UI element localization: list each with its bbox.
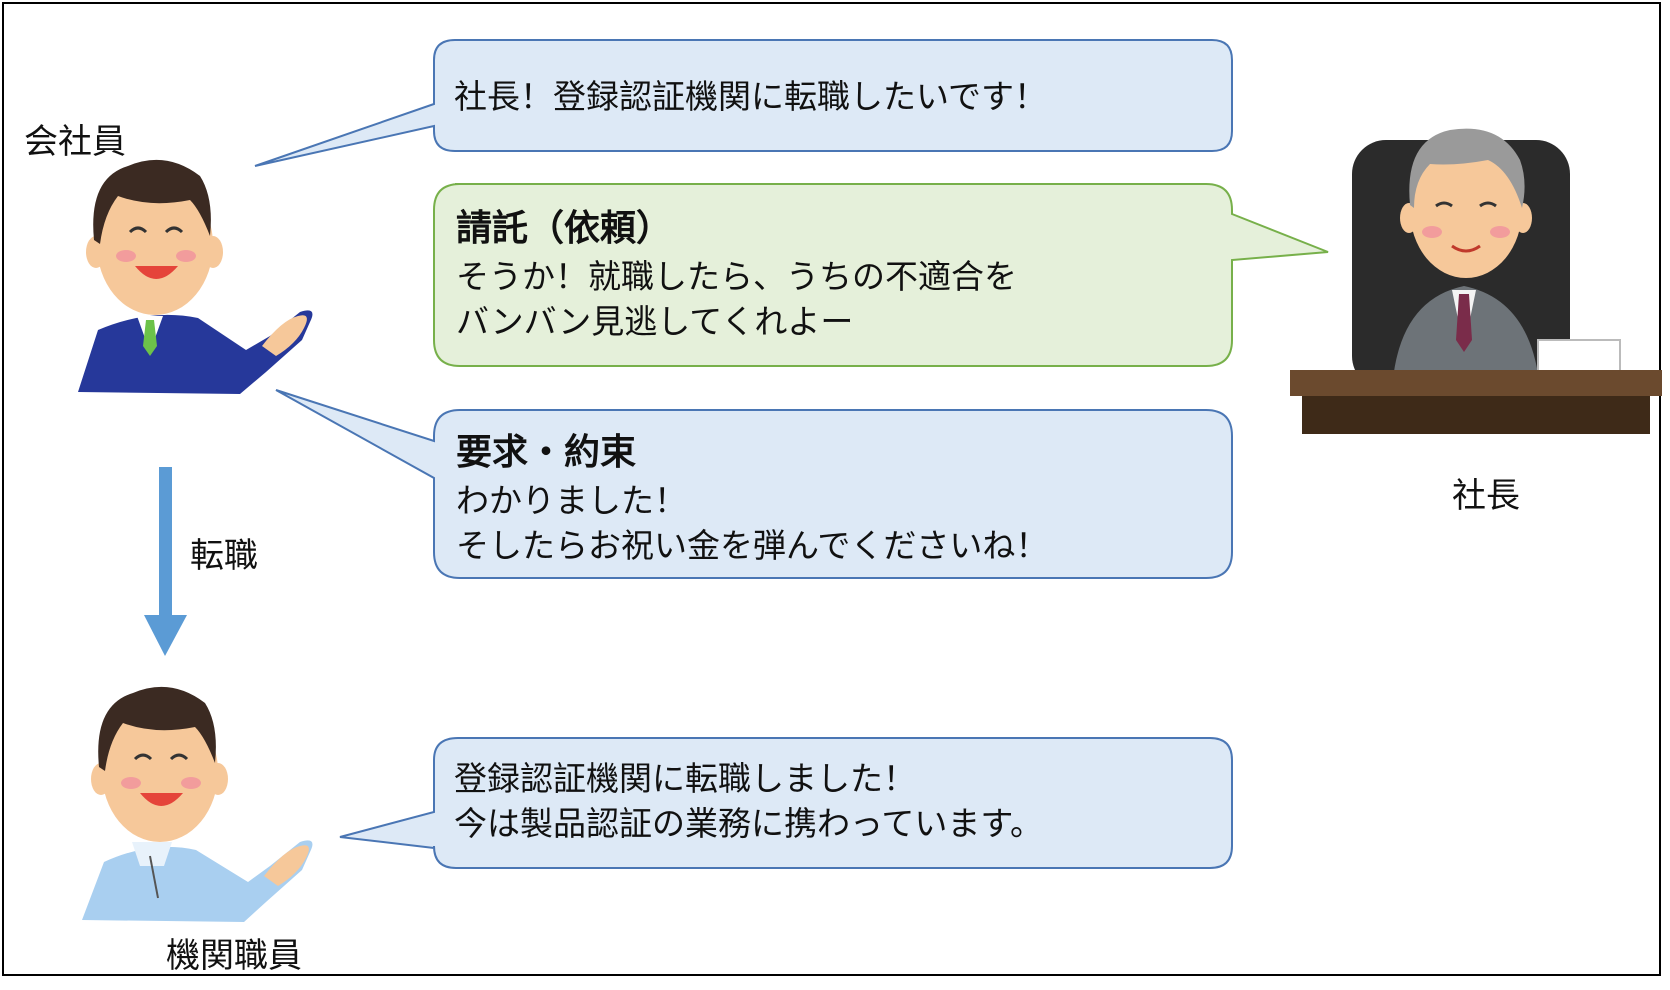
job-change-arrow [144, 467, 187, 656]
bubble-3-text: 要求・約束 わかりました！ そしたらお祝い金を弾んでくださいね！ [456, 428, 1048, 568]
bubble-4-line-2: 今は製品認証の業務に携わっています。 [454, 804, 1044, 843]
employee-label: 会社員 [24, 122, 126, 162]
bubble-2-heading: 請託（依頼） [456, 208, 673, 249]
bubble-1-shape [254, 39, 1233, 167]
president-label: 社長 [1452, 476, 1520, 516]
employee-illustration [78, 159, 313, 394]
agency-staff-label: 機関職員 [166, 936, 302, 976]
bubble-1-line-1: 社長！登録認証機関に転職したいです！ [454, 77, 1048, 116]
bubble-3-line-2: そしたらお祝い金を弾んでくださいね！ [456, 526, 1049, 565]
bubble-3-line-1: わかりました！ [456, 481, 687, 520]
bubble-4-line-1: 登録認証機関に転職しました！ [454, 759, 916, 798]
president-illustration [1290, 128, 1662, 434]
bubble-4-text: 登録認証機関に転職しました！ 今は製品認証の業務に携わっています。 [454, 756, 1043, 846]
bubble-2-shape [433, 183, 1329, 367]
bubble-2-line-1: そうか！就職したら、うちの不適合を [456, 257, 1017, 296]
job-change-label: 転職 [190, 536, 258, 576]
bubble-2-text: 請託（依頼） そうか！就職したら、うちの不適合を バンバン見逃してくれよー [456, 204, 1017, 344]
bubble-3-shape [275, 389, 1233, 579]
bubble-1-text: 社長！登録認証機関に転職したいです！ [454, 74, 1047, 119]
staff-illustration [82, 686, 313, 922]
bubble-2-line-2: バンバン見逃してくれよー [456, 302, 854, 341]
bubble-3-heading: 要求・約束 [456, 432, 637, 473]
bubble-4-shape [339, 737, 1233, 869]
diagram-frame [2, 2, 1661, 976]
